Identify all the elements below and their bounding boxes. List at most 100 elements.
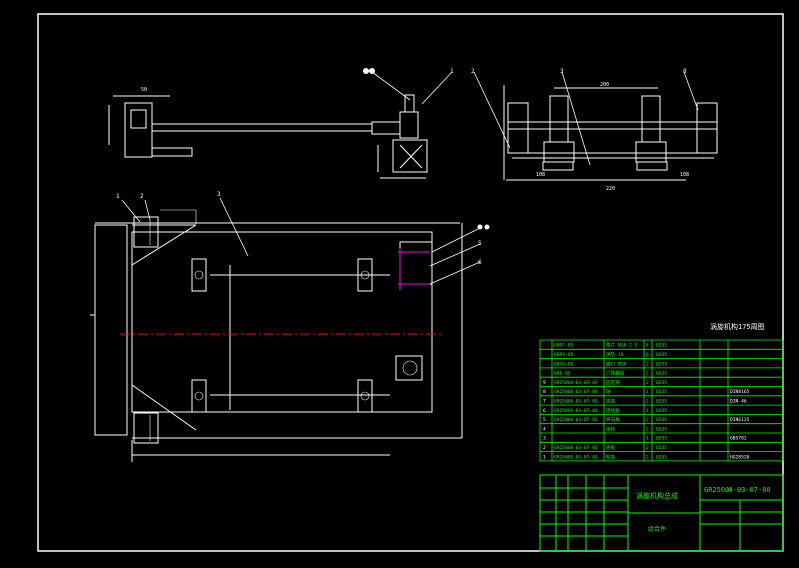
bom-row-material: Q235 (656, 343, 667, 349)
bom-row-name: 滚轮 (606, 425, 616, 432)
dim-label-bottom-span: 220 (606, 186, 615, 192)
callout-top-right-3: 3 (560, 68, 564, 75)
bom-row-code: GR2500Ⅱ-03-07-01 (554, 454, 598, 460)
bom-row-name: 螺钉 M18 (606, 360, 626, 367)
plan-view (90, 216, 463, 462)
assembly-name: 涡旋机构总成 (636, 491, 678, 500)
plan-leaders (121, 197, 481, 285)
callout-top-right-2: 2 (471, 68, 475, 75)
callout-plan-1: 1 (116, 193, 120, 200)
side-view-left (108, 94, 428, 179)
bom-row-qty: 2 (646, 454, 649, 460)
bom-row-material: Q235 (656, 408, 667, 414)
bom-row-no: 5 (543, 417, 546, 423)
plan-callout-numbers: 1 2 3 5 6 (116, 191, 482, 266)
bom-row-qty: 1 (646, 389, 649, 395)
bom-row-name: 固定块 (606, 379, 620, 386)
bom-row-qty: 2 (646, 399, 649, 405)
bom-row-no: 1 (543, 454, 546, 460)
bom-row-qty: 2 (646, 380, 649, 386)
title-block (539, 474, 784, 552)
bom-row-qty: 2 (646, 361, 649, 367)
bom-row-qty: 1 (646, 436, 649, 442)
bom-row-code: GR2500Ⅱ-03-07-04 (554, 408, 598, 414)
bom-row-qty: 4 (646, 343, 649, 349)
bom-row-name: 支架 (606, 398, 616, 405)
bom-row-note: DIN8165 (730, 389, 750, 395)
bom-row-no: 2 (543, 445, 546, 451)
bom-row-qty: 1 (646, 408, 649, 414)
bom-row-material: Q235 (656, 454, 667, 460)
dim-label-top-span: 200 (600, 82, 609, 88)
callout-leaders-top-right (473, 71, 699, 166)
bom-row-qty: 2 (646, 371, 649, 377)
bom-row-no: 8 (543, 389, 546, 395)
bom-row-material: Q235 (656, 426, 667, 432)
front-view-right-labels: 200 220 108 108 (536, 82, 689, 192)
callout-leader-top-left (371, 71, 453, 105)
bom-row-code: GR2500Ⅱ-03-07-03 (554, 417, 598, 423)
callout-plan-6: 6 (478, 259, 482, 266)
title-block-text: GR2500Ⅱ-03-07-00 涡旋机构总成 组合件 (636, 486, 771, 533)
bom-row-note: DIN6125 (730, 417, 750, 423)
bom-row-no: 9 (543, 380, 546, 386)
bom-row-note: DIN 46 (730, 399, 747, 405)
callout-bubble-plan-b (484, 224, 490, 230)
bom-row-material: Q235 (656, 371, 667, 377)
bom-row-code: GB70-85 (554, 361, 574, 367)
bom-row-material: Q235 (656, 389, 667, 395)
callout-plan-2: 2 (140, 193, 144, 200)
front-view-right (503, 85, 718, 181)
bom-row-no: 6 (543, 408, 546, 414)
bom-row-code: GB97-85 (554, 343, 574, 349)
dim-label-left-width: 108 (536, 172, 545, 178)
plan-view-details (149, 209, 418, 441)
bom-row-code: GR2500Ⅱ-03-07-02 (554, 445, 598, 451)
bom-row-note: HG28520 (730, 454, 750, 460)
bom-row-material: Q235 (656, 445, 667, 451)
dim-label-top: 50 (141, 87, 147, 93)
bom-row-name: 弹垫 18 (606, 351, 624, 358)
bom-row-no: 7 (543, 399, 546, 405)
bom-row-material: Q235 (656, 352, 667, 358)
callout-numbers-top-right: 2 3 8 (471, 68, 687, 75)
callout-bubble-top-left-b (369, 68, 375, 74)
bom-row-material: Q235 (656, 399, 667, 405)
callout-top-right-8: 8 (683, 68, 687, 75)
bom-row-name: 垫片 M18-2.5 (606, 342, 638, 349)
dim-label-right-width: 108 (680, 172, 689, 178)
bom-row-material: Q235 (656, 380, 667, 386)
bom-row-code: GR2500Ⅱ-03-07-07 (554, 380, 598, 386)
bom-row-qty: 2 (646, 445, 649, 451)
bom-row-qty: 2 (646, 426, 649, 432)
callout-bubble-plan-a (477, 224, 483, 230)
bom-row-name: 连接板 (606, 407, 620, 414)
bom-row-name: 底板 (606, 444, 616, 451)
bom-row-qty: 6 (646, 352, 649, 358)
bom-row-note: GB5782 (730, 436, 747, 442)
bom-row-material: Q235 (656, 436, 667, 442)
bom-row-code: GB93-85 (554, 352, 574, 358)
plan-leaders-highlight (398, 248, 430, 290)
callout-top-left: 1 (450, 68, 454, 75)
bom-row-qty: 2 (646, 417, 649, 423)
bom-row-code: GB5-85 (554, 371, 571, 377)
bom-row-code: GR2500Ⅱ-03-07-06 (554, 389, 598, 395)
callout-plan-5: 5 (478, 240, 482, 247)
sheet-border (37, 13, 784, 552)
bom-row-name: 六角螺母 (606, 370, 625, 377)
bom-row-code: GR2500Ⅱ-03-07-05 (554, 399, 598, 405)
drawing-number: GR2500Ⅱ-03-07-00 (704, 486, 771, 494)
side-view-left-labels: 50 (141, 87, 147, 93)
callout-bubble-top-left-a (363, 68, 369, 74)
bom-row-no: 4 (543, 426, 546, 432)
bom-row-no: 3 (543, 436, 546, 442)
bom-row-name: 轴 (606, 388, 611, 395)
bom-row-name: 导向板 (606, 416, 620, 423)
callout-plan-3: 3 (217, 191, 221, 198)
bom-row-material: Q235 (656, 361, 667, 367)
bom-row-name: 框架 (606, 453, 616, 460)
sheet-label: 组合件 (648, 525, 666, 533)
